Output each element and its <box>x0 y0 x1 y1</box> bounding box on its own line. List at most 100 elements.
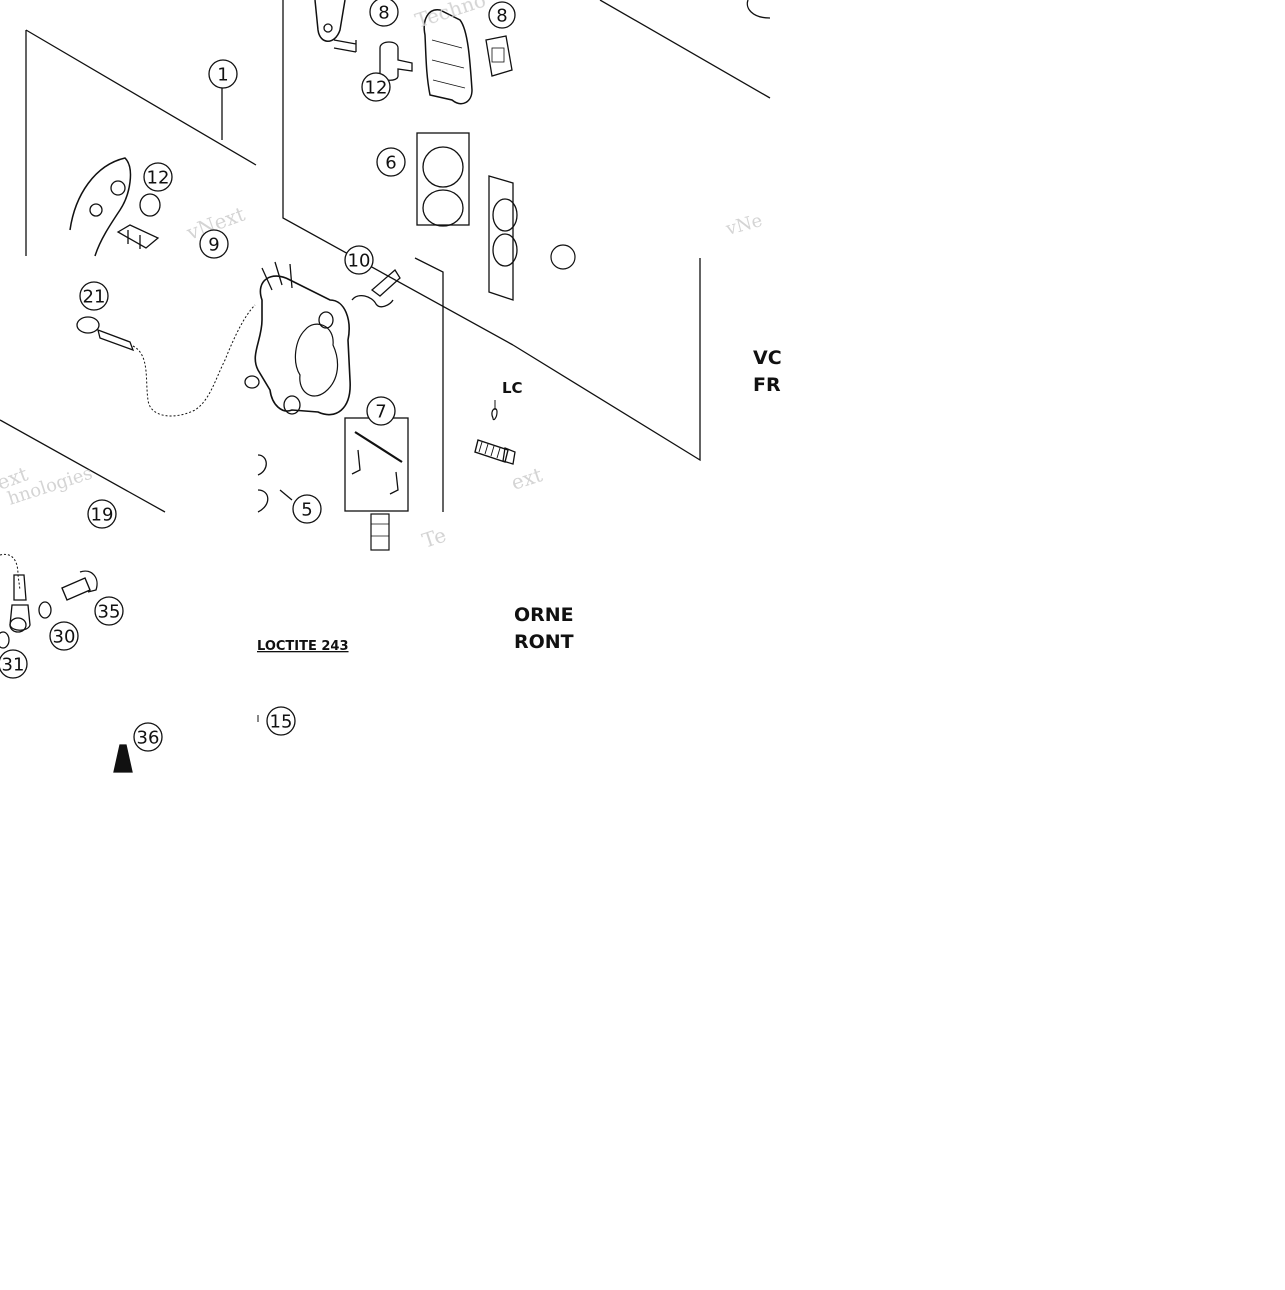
front-german-label-fragment: VC <box>753 347 782 369</box>
front-german-label: ORNE <box>514 604 574 626</box>
banjo-fitting <box>76 316 100 334</box>
copper-washer-left <box>0 631 10 649</box>
watermark-text: Te <box>419 523 449 553</box>
pin-set-box <box>344 417 409 512</box>
partial-seal <box>746 0 771 19</box>
guide-bolt <box>379 41 413 81</box>
callout-6: 6 <box>385 153 396 174</box>
partial-callout-circle <box>550 244 576 270</box>
loctite-label: LOCTITE 243 <box>257 639 349 654</box>
callout-circle <box>0 649 28 679</box>
watermark-text: ext <box>508 462 545 494</box>
watermark-text: vNe <box>723 210 765 240</box>
seal-set-box <box>488 175 514 301</box>
callout-9: 9 <box>208 235 219 256</box>
callout-35: 35 <box>98 602 121 623</box>
tile-caliper-body <box>244 257 444 551</box>
spring-clip-left <box>351 449 361 475</box>
brake-pad-left <box>423 9 473 105</box>
front-english-label-fragment: FR <box>753 374 781 396</box>
pin-bolt <box>333 39 357 53</box>
callout-circle <box>208 59 238 89</box>
piston-bottom <box>422 189 464 227</box>
callouts <box>0 0 516 752</box>
loctite-label-fragment: LC <box>502 379 523 397</box>
carrier-bracket <box>69 157 132 257</box>
callout-30: 30 <box>53 627 76 648</box>
bolt-head <box>502 447 516 465</box>
callout-19: 19 <box>91 505 114 526</box>
callout-8: 8 <box>496 6 507 27</box>
callout-circle <box>292 494 322 524</box>
bleed-nipple <box>370 269 401 297</box>
tile-caliper-carrier <box>25 29 257 257</box>
callout-15: 15 <box>270 712 293 733</box>
part-group-frame <box>599 0 771 99</box>
bleed-cap <box>351 294 394 308</box>
callout-36: 36 <box>137 728 160 749</box>
callout-circle <box>361 72 391 102</box>
brake-pad-right <box>485 35 513 77</box>
o-ring <box>244 375 260 389</box>
piston-set-box <box>416 132 470 226</box>
callout-circle <box>366 396 396 426</box>
piston-seals <box>257 454 269 513</box>
part-group-frame <box>512 258 701 462</box>
callout-circle <box>143 162 173 192</box>
tile-brake-line <box>0 304 256 513</box>
callout-circle <box>344 245 374 275</box>
watermark-text: Techno <box>412 0 489 33</box>
text-labels: LC LOCTITE 243 VC FR ORNE RONT <box>257 347 782 654</box>
hose-crimp <box>13 574 27 601</box>
pad-clip <box>116 224 160 249</box>
callout-21: 21 <box>83 287 106 308</box>
tile-hose-fitting <box>0 553 133 773</box>
brake-hose <box>132 304 256 417</box>
callout-circle <box>94 596 124 626</box>
callout-circle <box>199 229 229 259</box>
callout-12: 12 <box>365 78 388 99</box>
tile-pads-and-pistons <box>282 0 518 346</box>
callout-10: 10 <box>348 251 371 272</box>
callout-circle <box>133 722 163 752</box>
hose-end <box>97 328 135 352</box>
caliper-housing <box>254 275 351 416</box>
callout-7: 7 <box>375 402 386 423</box>
callout-8: 8 <box>378 3 389 24</box>
part-group-frame <box>0 419 166 513</box>
grease-tube <box>370 513 390 551</box>
callout-1: 1 <box>217 65 228 86</box>
front-english-label: RONT <box>514 631 574 653</box>
rubber-boot <box>139 193 161 217</box>
part-group-frame <box>282 0 514 346</box>
caliper-bore <box>294 323 339 397</box>
piston-top <box>422 146 464 188</box>
callout-circle <box>369 0 399 27</box>
callout-31: 31 <box>2 655 25 676</box>
callout-circle <box>488 1 516 29</box>
callout-5: 5 <box>301 500 312 521</box>
caliper-fins <box>261 261 293 291</box>
bracket-lower-edge <box>314 0 346 42</box>
callout-circle <box>266 706 296 736</box>
callout-circle <box>87 499 117 529</box>
leader-line-5 <box>279 489 293 501</box>
callout-circle <box>49 621 79 651</box>
part-group-frame <box>25 29 257 256</box>
callout-circle <box>376 147 406 177</box>
retaining-pin <box>354 431 403 463</box>
tile-mounting-bolt <box>474 258 701 465</box>
callout-labels: 1 12 9 8 8 12 6 10 21 7 19 5 35 30 31 36… <box>2 3 508 749</box>
part-group-frame <box>414 257 444 512</box>
callout-circle <box>79 281 109 311</box>
copper-washer <box>38 601 52 619</box>
brake-hose-end <box>0 553 21 591</box>
grease-nozzle <box>113 744 133 773</box>
spring-clip-right <box>389 471 399 495</box>
banjo-bolt <box>61 577 91 601</box>
tile-frame-corner <box>550 0 771 270</box>
banjo-bore <box>9 617 27 633</box>
banjo-bolt-head <box>79 570 98 593</box>
